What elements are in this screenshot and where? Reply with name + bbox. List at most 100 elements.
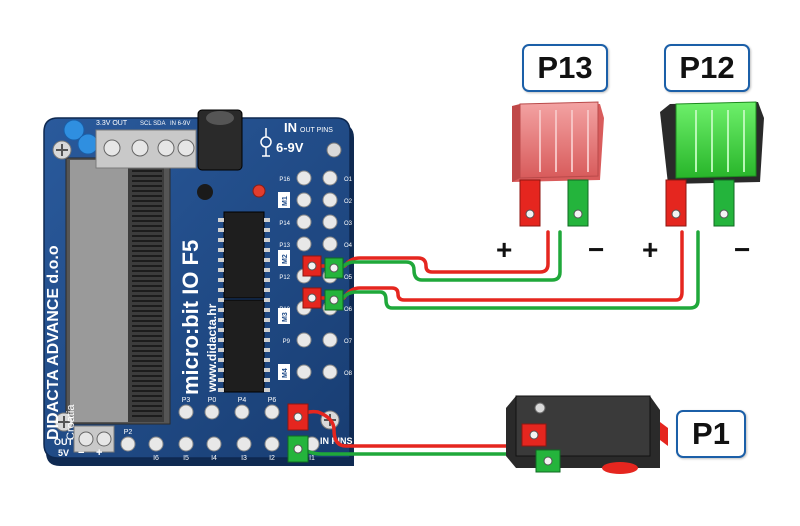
pin-hole-icon: [322, 192, 338, 208]
pin-label: I1: [309, 455, 315, 462]
edge-connector: [65, 157, 171, 425]
pin-number: O1: [344, 177, 353, 183]
p12-plus-sign: +: [642, 234, 659, 265]
wire-p13-signal: [316, 230, 550, 274]
wire-p13-ground: [338, 230, 562, 282]
screw-icon: [54, 412, 74, 432]
pin-hole-icon: [296, 192, 312, 208]
motor-label: M4: [282, 368, 289, 378]
header-label: SCL SDA: [140, 121, 165, 127]
v5-label: 5V: [58, 448, 69, 458]
pin-number: O7: [344, 339, 353, 345]
screw-icon: [52, 140, 72, 160]
lamp-p13: [512, 101, 604, 227]
out-label: OUT: [54, 437, 74, 447]
motor-label: M2: [282, 254, 289, 264]
minus-label: −: [78, 447, 84, 459]
pin-hole-icon: [296, 236, 312, 252]
board-title: micro:bit IO F5: [178, 240, 203, 395]
motor-label: M1: [282, 196, 289, 206]
label-p13: P13: [522, 44, 608, 92]
capacitor-icon: [197, 184, 213, 200]
pin-label: P14: [279, 221, 290, 227]
io-board: 3.3V OUT SCL SDA IN 6-9V OUT PINS IN 6-9…: [43, 109, 354, 466]
ic-chip: [218, 211, 270, 393]
wire-p12-ground: [338, 230, 700, 310]
pin-number: O4: [344, 243, 353, 249]
pin-hole-icon: [264, 436, 280, 452]
pin-hole-icon: [322, 236, 338, 252]
board-url: www.didacta.hr: [205, 303, 219, 393]
pin-hole-icon: [322, 332, 338, 348]
power-label: 6-9V: [276, 140, 304, 155]
in-label: IN: [284, 120, 297, 135]
pin-hole-icon: [264, 404, 280, 420]
header-label: OUT PINS: [300, 127, 333, 134]
pin-label: I6: [153, 455, 159, 462]
pin-hole-icon: [322, 214, 338, 230]
led-icon: [252, 184, 266, 198]
spacer-icon: [77, 133, 99, 155]
p12-minus-sign: −: [734, 234, 751, 265]
pin-hole-icon: [296, 170, 312, 186]
pin-label: I4: [211, 455, 217, 462]
pin-label: P16: [279, 177, 290, 183]
pin-hole-icon: [206, 436, 222, 452]
pin-number: O6: [344, 307, 353, 313]
pin-label: I5: [183, 455, 189, 462]
terminal-block-top: [95, 129, 197, 169]
header-label: IN 6-9V: [170, 121, 190, 127]
pin-label: P13: [279, 243, 290, 249]
pin-label: P3: [182, 397, 191, 404]
pin-label: P2: [124, 429, 133, 436]
connector-p12: [302, 287, 344, 311]
motor-label-box: [278, 250, 290, 266]
pin-number: O8: [344, 371, 353, 377]
pin-hole-icon: [322, 170, 338, 186]
motor-label-box: [278, 364, 290, 380]
spacer-icon: [63, 119, 85, 141]
motor-label: M3: [282, 312, 289, 322]
header-label: 3.3V OUT: [96, 120, 128, 127]
lamp-p12: [660, 101, 764, 227]
pin-label: P9: [283, 339, 291, 345]
switch-p1: [506, 395, 668, 474]
power-symbol-icon: [260, 128, 272, 157]
pin-label: P4: [238, 397, 247, 404]
pin-hole-icon: [234, 404, 250, 420]
brand-text: DIDACTA ADVANCE d.o.o: [45, 245, 62, 440]
pin-hole-icon: [236, 436, 252, 452]
pin-number: O2: [344, 199, 353, 205]
pin-hole-icon: [178, 436, 194, 452]
pin-label: I3: [241, 455, 247, 462]
p13-plus-sign: +: [496, 234, 513, 265]
label-p12: P12: [664, 44, 750, 92]
label-p1: P1: [676, 410, 746, 458]
terminal-block-bottom: [73, 425, 115, 453]
pin-label: P0: [208, 397, 217, 404]
motor-label-box: [278, 192, 290, 208]
pin-hole-icon: [296, 364, 312, 380]
pin-label: I2: [269, 455, 275, 462]
connector-p13: [302, 255, 344, 279]
motor-label-box: [278, 308, 290, 324]
pin-label: P12: [279, 275, 290, 281]
pin-hole-icon: [120, 436, 136, 452]
p13-minus-sign: −: [588, 234, 605, 265]
pin-hole-icon: [178, 404, 194, 420]
screw-icon: [326, 142, 342, 158]
pin-number: O3: [344, 221, 353, 227]
pin-number: O5: [344, 275, 353, 281]
pin-hole-icon: [148, 436, 164, 452]
pin-label: P6: [268, 397, 277, 404]
pin-hole-icon: [296, 214, 312, 230]
plus-label: +: [96, 447, 102, 459]
wire-p12-signal: [316, 230, 684, 302]
pin-hole-icon: [296, 332, 312, 348]
connector-p1: [287, 403, 309, 463]
pin-hole-icon: [204, 404, 220, 420]
power-jack: [197, 109, 243, 171]
pin-hole-icon: [322, 364, 338, 380]
